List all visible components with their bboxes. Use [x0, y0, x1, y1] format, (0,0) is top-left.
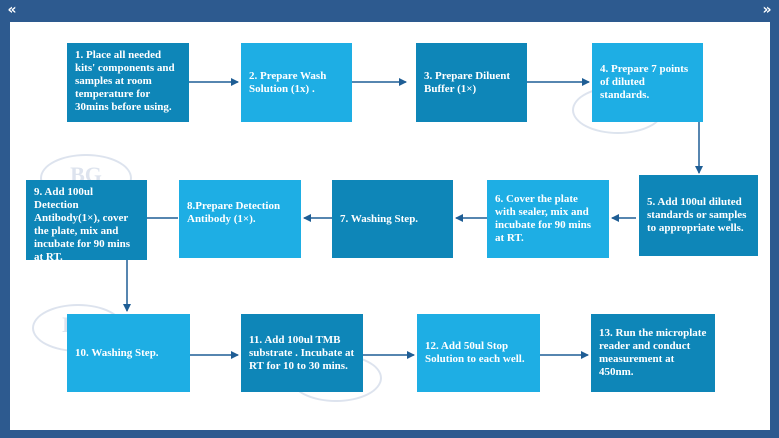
- step-3-box: 3. Prepare Diluent Buffer (1×): [416, 43, 527, 122]
- step-7-box: 7. Washing Step.: [332, 180, 453, 258]
- step-text: Add 100ul Detection Antibody(1×), cover …: [34, 186, 131, 263]
- step-text: Washing Step.: [350, 212, 419, 225]
- step-number: 8.: [187, 200, 196, 212]
- step-2-box: 2. Prepare Wash Solution (1x) .: [241, 43, 352, 122]
- double-chevron-right-icon: »: [762, 2, 772, 18]
- step-9-box: 9. Add 100ul Detection Antibody(1×), cov…: [26, 180, 147, 263]
- step-text: Add 50ul Stop Solution to each well.: [425, 340, 525, 365]
- step-number: 9.: [34, 186, 43, 198]
- step-number: 7.: [340, 212, 349, 225]
- step-11-box: 11. Add 100ul TMB substrate . Incubate a…: [241, 314, 363, 392]
- step-10-box: 10. Washing Step.: [67, 314, 190, 392]
- step-text: Cover the plate with sealer, mix and inc…: [495, 193, 592, 244]
- step-number: 3.: [424, 69, 433, 82]
- step-number: 6.: [495, 193, 504, 205]
- step-text: Run the microplate reader and conduct me…: [599, 327, 707, 378]
- step-number: 11.: [249, 333, 263, 346]
- step-number: 13.: [599, 327, 613, 339]
- step-12-box: 12. Add 50ul Stop Solution to each well.: [417, 314, 540, 392]
- step-13-box: 13. Run the microplate reader and conduc…: [591, 314, 715, 392]
- step-number: 10.: [75, 346, 89, 359]
- step-text: Place all needed kits' components and sa…: [75, 49, 175, 113]
- step-6-box: 6. Cover the plate with sealer, mix and …: [487, 180, 609, 258]
- step-number: 12.: [425, 340, 439, 352]
- top-bar: « »: [0, 0, 779, 20]
- step-4-box: 4. Prepare 7 points of diluted standards…: [592, 43, 703, 122]
- double-chevron-left-icon: «: [7, 2, 17, 18]
- step-text: Add 100ul TMB substrate . Incubate at RT…: [249, 333, 355, 372]
- step-1-box: 1. Place all needed kits' components and…: [67, 43, 189, 122]
- flowchart-panel: BG BG BG BG: [10, 22, 770, 430]
- step-text: Add 100ul diluted standards or samples t…: [647, 196, 747, 234]
- step-text: Washing Step.: [91, 346, 159, 359]
- step-8-box: 8.Prepare Detection Antibody (1×).: [179, 180, 301, 258]
- step-text: Prepare Diluent Buffer (1×): [424, 69, 511, 95]
- step-number: 5.: [647, 196, 656, 208]
- step-text: Prepare 7 points of diluted standards.: [600, 63, 689, 101]
- step-text: Prepare Wash Solution (1x) .: [249, 69, 327, 95]
- step-number: 2.: [249, 69, 258, 82]
- step-number: 4.: [600, 63, 609, 75]
- step-number: 1.: [75, 49, 84, 61]
- step-5-box: 5. Add 100ul diluted standards or sample…: [639, 175, 758, 256]
- step-text: Prepare Detection Antibody (1×).: [187, 200, 281, 225]
